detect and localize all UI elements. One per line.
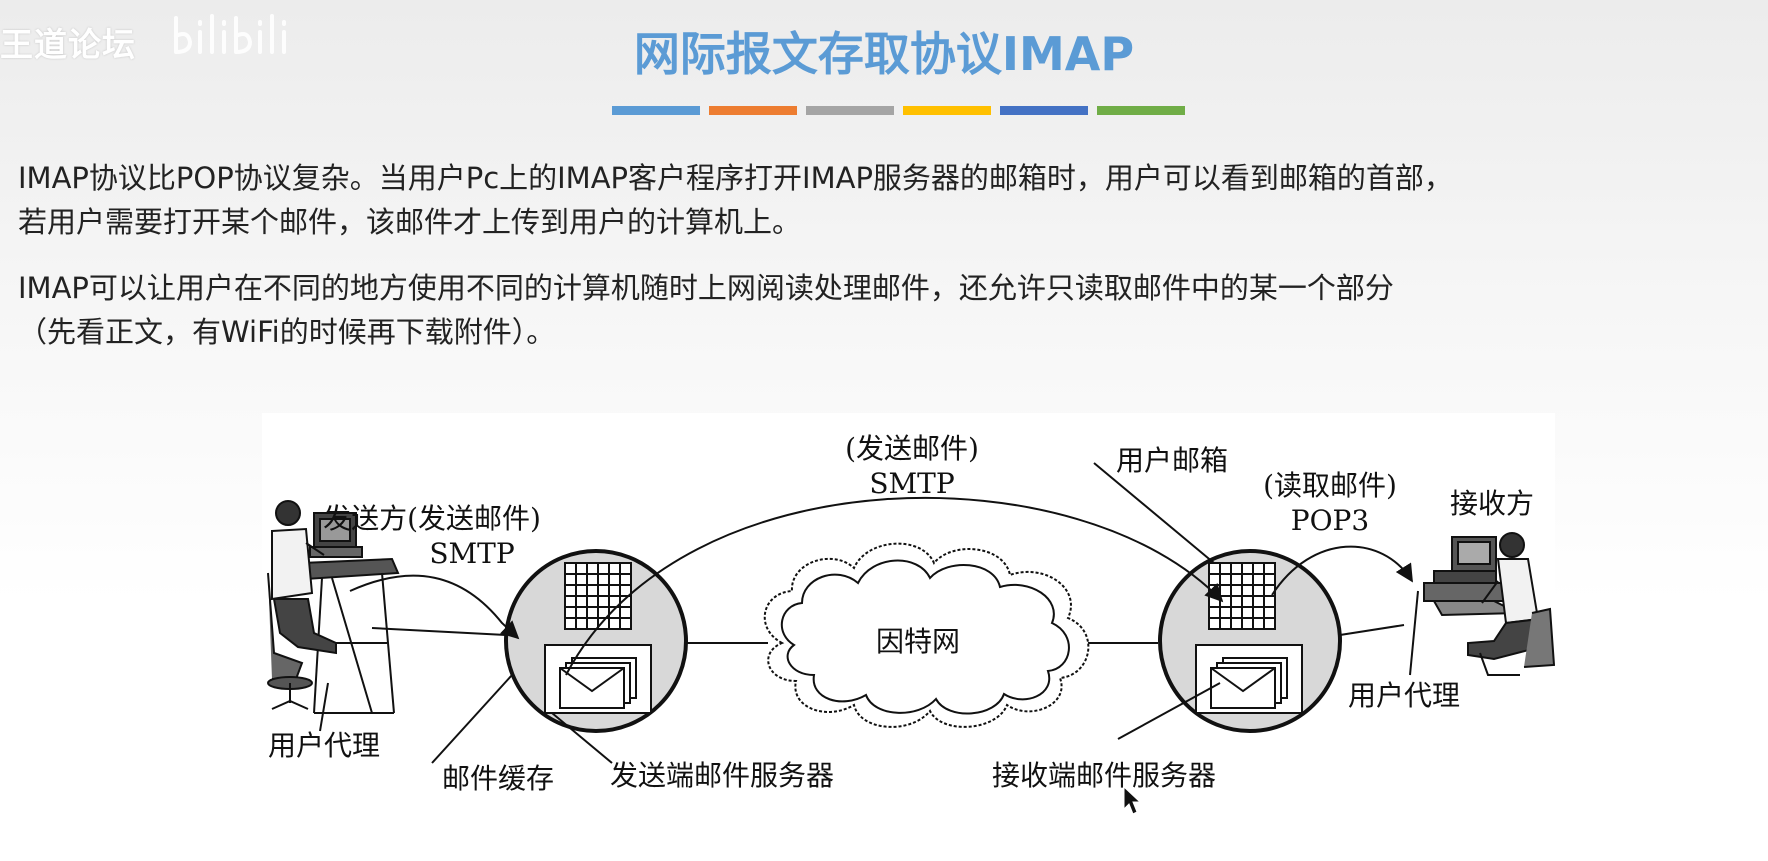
label-top-send: (发送邮件) — [845, 432, 979, 465]
paragraph-2-line-1: IMAP可以让用户在不同的地方使用不同的计算机随时上网阅读处理邮件，还允许只读取… — [18, 271, 1394, 305]
label-recv-server: 接收端邮件服务器 — [992, 759, 1216, 792]
label-mailbox: 用户邮箱 — [1116, 444, 1228, 477]
title-color-bars — [612, 106, 1194, 115]
title-bar-green — [1097, 106, 1185, 115]
title-bar-yellow — [903, 106, 991, 115]
title-bar-darkblue — [1000, 106, 1088, 115]
label-user-agent-right: 用户代理 — [1348, 679, 1460, 712]
bilibili-logo-icon — [168, 8, 308, 60]
paragraph-imap-flexibility: IMAP可以让用户在不同的地方使用不同的计算机随时上网阅读处理邮件，还允许只读取… — [18, 266, 1758, 354]
receiver-person-icon — [1423, 532, 1555, 676]
paragraph-imap-complexity: IMAP协议比POP协议复杂。当用户Pc上的IMAP客户程序打开IMAP服务器的… — [18, 156, 1758, 244]
label-sender-smtp: SMTP — [429, 537, 514, 570]
watermark-text: 王道论坛 — [0, 25, 136, 64]
label-read-mail: (读取邮件) — [1263, 469, 1397, 502]
label-mail-cache: 邮件缓存 — [442, 762, 554, 795]
title-bar-blue — [612, 106, 700, 115]
paragraph-1-line-2: 若用户需要打开某个邮件，该邮件才上传到用户的计算机上。 — [18, 205, 802, 239]
label-internet: 因特网 — [876, 625, 960, 658]
label-pop3: POP3 — [1291, 504, 1369, 537]
label-user-agent-left: 用户代理 — [268, 729, 380, 762]
recv-server-icon — [1158, 549, 1342, 733]
sender-person-icon — [267, 500, 400, 714]
label-sender: 发送方(发送邮件) — [323, 502, 541, 535]
title-bar-gray — [806, 106, 894, 115]
label-send-server: 发送端邮件服务器 — [610, 759, 834, 792]
label-top-smtp: SMTP — [869, 467, 954, 500]
page-title: 网际报文存取协议IMAP — [633, 27, 1135, 81]
send-server-icon — [504, 549, 688, 733]
mouse-cursor-icon — [1123, 785, 1142, 815]
internet-cloud-icon — [763, 542, 1090, 728]
paragraph-1-line-1: IMAP协议比POP协议复杂。当用户Pc上的IMAP客户程序打开IMAP服务器的… — [18, 161, 1453, 195]
email-flow-diagram: (发送邮件) SMTP 用户邮箱 (读取邮件) POP3 接收方 发送方(发送邮… — [262, 413, 1555, 843]
title-bar-orange — [709, 106, 797, 115]
paragraph-2-line-2: （先看正文，有WiFi的时候再下载附件）。 — [18, 315, 556, 349]
label-receiver: 接收方 — [1450, 487, 1534, 520]
